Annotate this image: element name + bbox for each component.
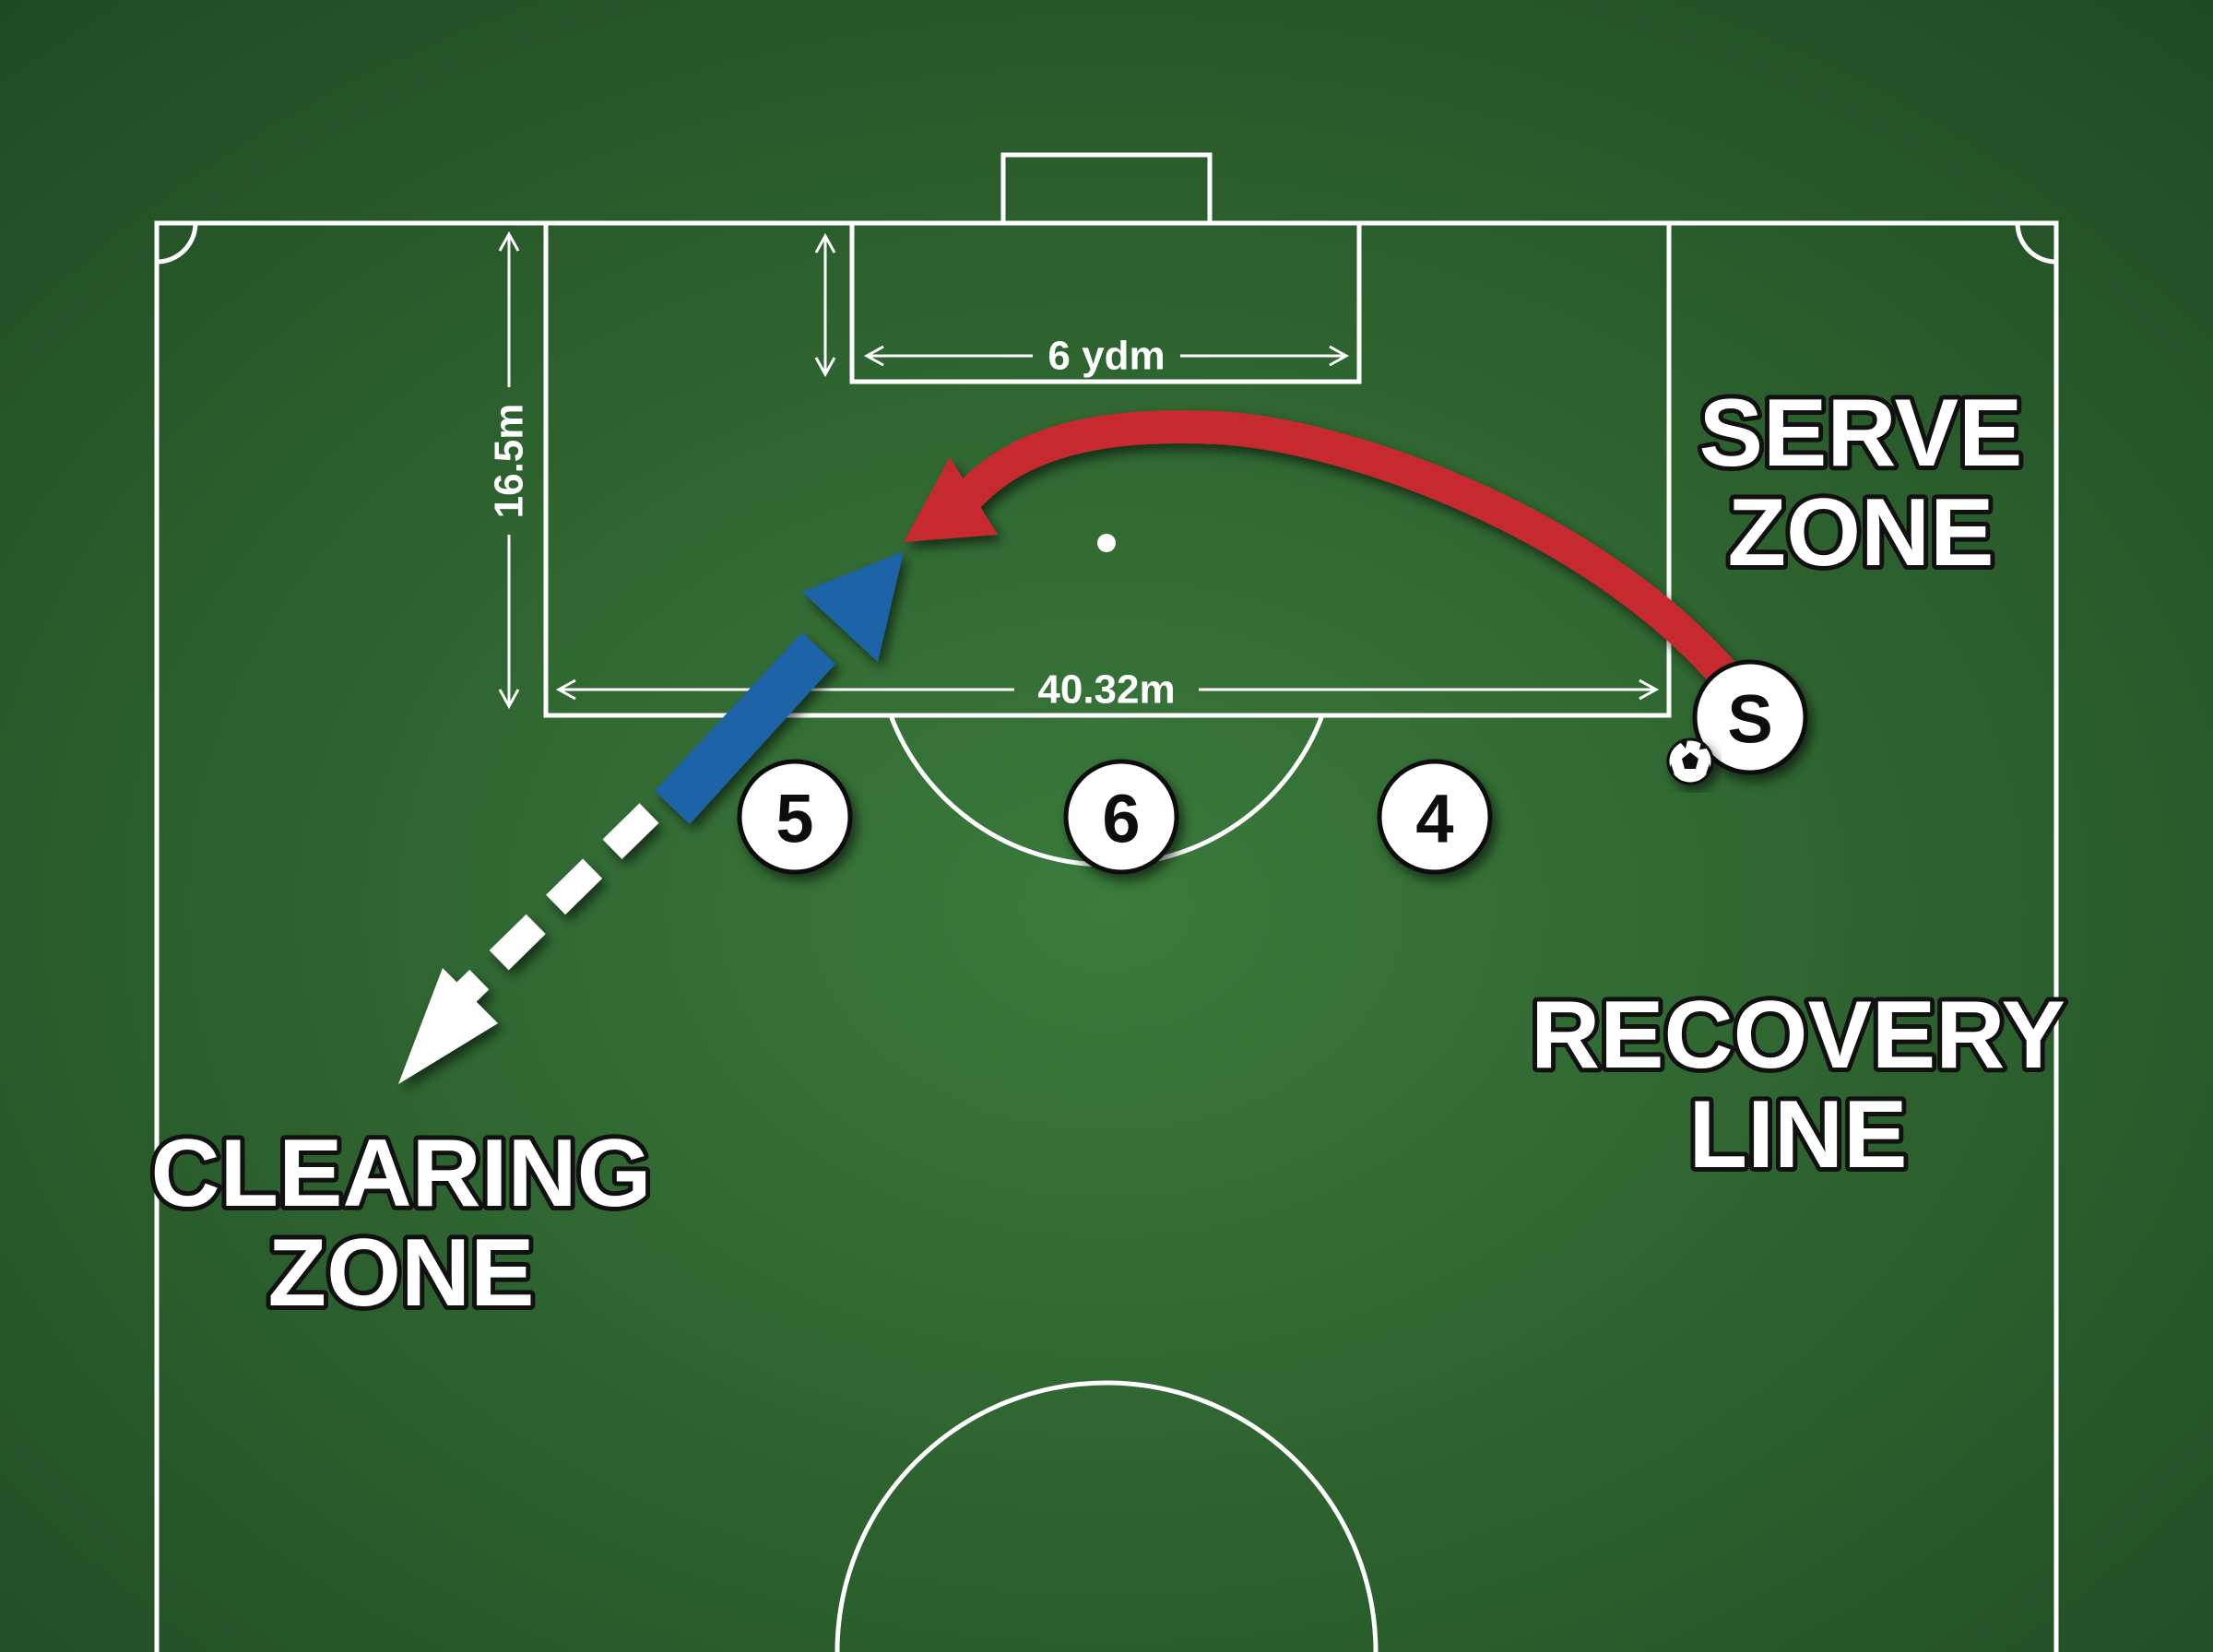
dimension-goal-area-depth	[814, 232, 836, 378]
player-label-4: 4	[1415, 781, 1453, 857]
player-marker-6: 6	[1063, 759, 1179, 875]
goal-area-width-label: 6 ydm	[1047, 334, 1165, 379]
serve-arrow	[904, 409, 1743, 693]
recovery-line-line-1: RECOVERY	[1531, 982, 2065, 1089]
player-marker-server: S	[1692, 659, 1808, 775]
player-marker-5: 5	[737, 759, 853, 875]
pitch-markings	[154, 152, 2059, 1652]
player-label-5: 5	[775, 781, 813, 857]
clearing-zone-label: CLEARING ZONE	[146, 1115, 656, 1331]
dimension-goal-area-width: 6 ydm	[863, 334, 1350, 379]
player-label-server: S	[1727, 681, 1772, 758]
corner-arc-right	[2015, 222, 2057, 265]
goal-area	[849, 220, 1362, 384]
soccer-ball-icon	[1666, 738, 1714, 785]
corner-arc-left	[156, 222, 198, 265]
clearing-zone-line-1: CLEARING	[150, 1120, 651, 1227]
centre-circle	[834, 1380, 1379, 1652]
penalty-area-width-label: 40.32m	[1037, 667, 1175, 713]
recovery-line-label: RECOVERY LINE	[1526, 977, 2070, 1193]
player-label-6: 6	[1102, 781, 1140, 857]
dimension-penalty-depth: 16.5m	[487, 230, 532, 710]
serve-zone-line-1: SERVE	[1699, 380, 2023, 487]
clearing-zone-line-2: ZONE	[268, 1220, 535, 1327]
penalty-area-depth-label: 16.5m	[487, 404, 532, 519]
serve-zone-label: SERVE ZONE	[1695, 375, 2028, 591]
clearing-arrow	[398, 803, 659, 1084]
recovery-line-line-2: LINE	[1689, 1081, 1908, 1188]
serve-zone-line-2: ZONE	[1728, 479, 1994, 586]
penalty-spot	[1097, 534, 1116, 552]
player-marker-4: 4	[1377, 759, 1493, 875]
run-arrow	[655, 551, 904, 824]
dimension-penalty-width: 40.32m	[555, 667, 1660, 713]
